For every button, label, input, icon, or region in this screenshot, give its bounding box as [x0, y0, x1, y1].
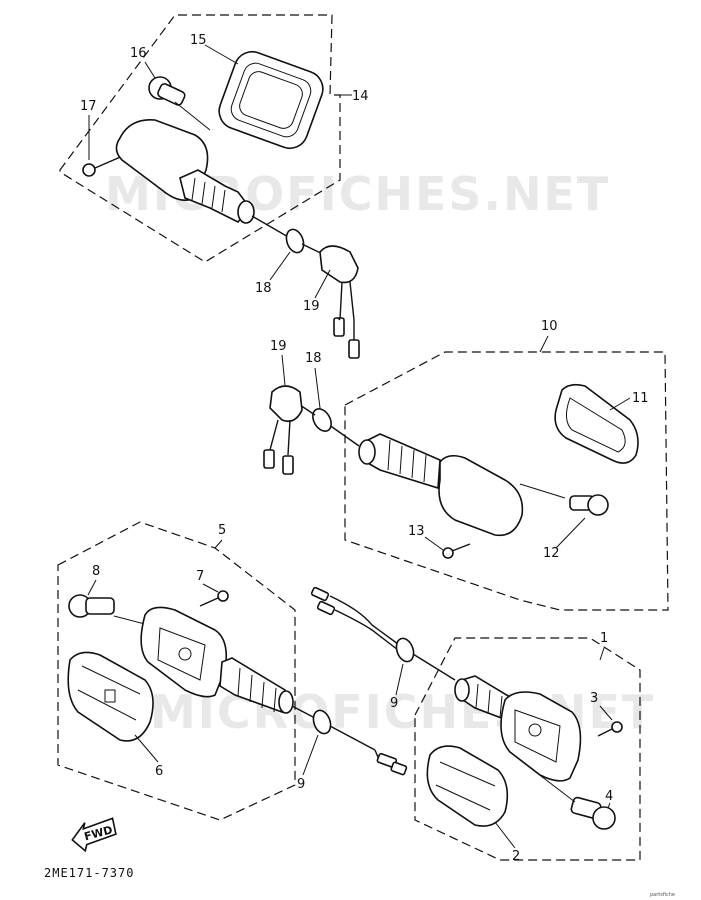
screw-13 [442, 543, 471, 559]
callout-7: 7 [196, 569, 204, 584]
housing-5 [140, 606, 316, 719]
callout-19-top: 19 [303, 299, 320, 314]
callout-12-leader [555, 517, 586, 549]
callout-1: 1 [600, 631, 608, 646]
housing-10 [324, 421, 524, 537]
callout-3-leader [599, 705, 613, 721]
callout-16-leader [144, 61, 156, 79]
assembly-1-boundary [414, 637, 641, 861]
callout-15: 15 [190, 33, 207, 48]
callout-11-leader [609, 397, 631, 411]
callout-4: 4 [605, 789, 613, 804]
grommet-9-left [312, 709, 332, 735]
callout-9-right: 9 [390, 696, 398, 711]
callout-13: 13 [408, 524, 425, 539]
callout-11: 11 [632, 391, 649, 406]
fwd-arrow: FWD [71, 817, 117, 853]
callout-18-mid-leader [314, 367, 321, 409]
callout-19-mid: 19 [270, 339, 287, 354]
callout-19-top-leader [314, 269, 331, 299]
assembly-10-boundary [344, 351, 669, 611]
callout-19-mid-leader [281, 354, 286, 386]
callout-10-leader [539, 335, 549, 353]
callout-5: 5 [218, 523, 226, 538]
lens-6 [67, 651, 154, 742]
callout-18-top-leader [269, 251, 291, 281]
callout-16: 16 [130, 46, 147, 61]
callout-18-mid: 18 [305, 351, 322, 366]
callout-7-leader [202, 583, 219, 593]
callout-17: 17 [80, 99, 97, 114]
callout-9-left: 9 [297, 777, 305, 792]
bulb-4 [570, 796, 616, 830]
grommet-18-top [285, 228, 305, 254]
callout-10: 10 [541, 319, 558, 334]
callout-5-leader [214, 539, 223, 549]
assembly-5: 5 8 7 6 9 [57, 521, 408, 821]
screw-7 [199, 590, 229, 607]
diagram-code: 2ME171-7370 [44, 866, 134, 880]
bulb-12 [569, 494, 609, 516]
callout-6-leader [134, 734, 159, 763]
assembly-1: 1 3 4 2 [414, 631, 641, 864]
callout-9-left-leader [302, 734, 319, 776]
lens-11 [554, 383, 639, 464]
callout-13-leader [424, 536, 444, 551]
callout-8-leader [87, 579, 97, 596]
callout-2-leader [494, 821, 516, 849]
grommet-18-mid [312, 408, 332, 432]
connector-19-top [319, 245, 360, 359]
lens-15 [218, 50, 324, 150]
callout-8: 8 [92, 564, 100, 579]
callout-18-top: 18 [255, 281, 272, 296]
callout-12: 12 [543, 546, 560, 561]
bulb-12-leader [519, 483, 566, 499]
assembly-10: 10 11 12 13 19 18 [263, 319, 669, 611]
housing-14 [115, 119, 291, 239]
bulb-16-leader [174, 101, 211, 131]
callout-2: 2 [512, 849, 520, 864]
wire-left [329, 725, 376, 751]
callout-6: 6 [155, 764, 163, 779]
wire-mid [299, 404, 316, 416]
callout-15-leader [204, 44, 239, 65]
connector-19-mid [263, 385, 303, 475]
connector-left [374, 749, 408, 776]
bulb-8 [68, 594, 115, 618]
callout-14: 14 [352, 89, 369, 104]
callout-4-leader [607, 802, 611, 809]
bulb-4-leader [519, 759, 576, 803]
housing-1 [454, 675, 582, 782]
screw-17 [82, 154, 126, 177]
center-harness: 9 [310, 586, 456, 711]
screw-3 [597, 721, 623, 737]
assembly-14: 15 16 17 14 18 19 [59, 14, 369, 359]
lens-2 [426, 745, 509, 827]
callout-1-leader [599, 647, 605, 661]
footer-mark: partsfiche [650, 892, 675, 898]
bulb-16 [148, 76, 186, 106]
callout-9-right-leader [395, 663, 404, 696]
callout-3: 3 [590, 691, 598, 706]
assembly-5-boundary [57, 521, 296, 821]
